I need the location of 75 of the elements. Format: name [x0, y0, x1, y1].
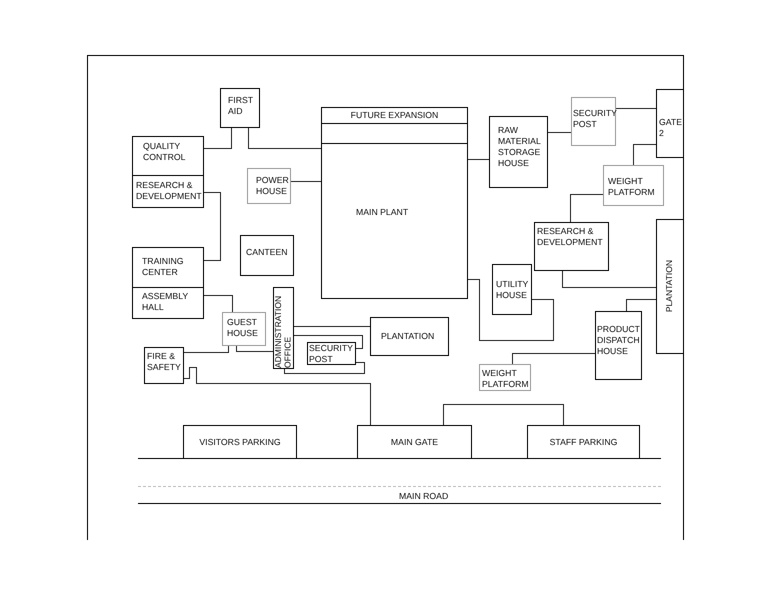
building-label: WEIGHT PLATFORM [608, 176, 656, 198]
building-box [603, 165, 664, 206]
building-box [222, 312, 266, 346]
connecting-line [203, 192, 221, 261]
building-label: ADMINISTRATION OFFICE [274, 294, 293, 368]
connecting-line [570, 194, 604, 223]
building-label: UTILITY HOUSE [496, 279, 530, 301]
building-box [220, 88, 260, 128]
gate-label: MAIN GATE [390, 436, 438, 448]
building-box [240, 235, 294, 276]
connecting-line [547, 132, 572, 133]
building-box [247, 168, 291, 204]
building-label: FIRE & SAFETY [147, 351, 182, 373]
connecting-line [467, 279, 554, 341]
building-box [132, 247, 204, 288]
connecting-line [633, 144, 657, 166]
plantation-area [370, 317, 449, 356]
parking-label: STAFF PARKING [550, 436, 618, 448]
building-label: RESEARCH & DEVELOPMENT [537, 226, 604, 248]
road [138, 458, 661, 504]
gate-label: GATE 2 [659, 117, 683, 139]
area-label: PLANTATION [665, 260, 675, 313]
building-box [132, 136, 204, 176]
connecting-line [183, 367, 371, 426]
building-box [132, 287, 204, 319]
parking-area [527, 425, 640, 459]
building-box [132, 175, 204, 208]
gate-box [357, 425, 472, 459]
connecting-line [203, 127, 232, 149]
building-label: CANTEEN [246, 247, 288, 258]
building-box [321, 144, 468, 299]
connecting-line [512, 353, 596, 365]
building-label: SECURITY POST [309, 343, 354, 365]
connecting-line [562, 270, 657, 288]
building-box [595, 311, 642, 380]
building-label: PRODUCT DISPATCH HOUSE [597, 324, 641, 357]
area-label: FUTURE EXPANSION [350, 110, 438, 121]
plantation-area [656, 219, 684, 354]
building-label: MAIN PLANT [356, 207, 408, 218]
connecting-line [615, 108, 657, 109]
plant-section-band [321, 123, 468, 144]
building-box [492, 264, 532, 315]
building-label: SECURITY POST [573, 108, 617, 130]
connecting-line [443, 404, 564, 426]
connecting-line [248, 127, 322, 149]
connecting-line [293, 335, 363, 349]
connecting-line [183, 345, 229, 353]
gate-box [656, 89, 684, 158]
building-label: TRAINING CENTER [142, 256, 185, 278]
building-label: GUEST HOUSE [227, 317, 259, 339]
parking-label: VISITORS PARKING [199, 436, 281, 448]
road-label: MAIN ROAD [399, 491, 448, 502]
connecting-line [203, 295, 233, 313]
building-label: QUALITY CONTROL [143, 141, 186, 163]
building-label: RAW MATERIAL STORAGE HOUSE [498, 125, 542, 169]
connecting-line [293, 326, 371, 327]
connecting-line [284, 362, 365, 374]
connecting-line [626, 299, 657, 312]
connecting-line [290, 181, 322, 182]
building-label: ASSEMBLY HALL [142, 291, 190, 313]
connecting-line [236, 345, 274, 352]
expansion-area [321, 107, 468, 123]
building-box [144, 347, 184, 384]
building-box [479, 364, 531, 391]
parking-area [183, 425, 297, 459]
connecting-line [467, 159, 490, 160]
building-label: RESEARCH & DEVELOPMENT [136, 180, 203, 202]
building-box [489, 116, 548, 188]
building-box [534, 222, 609, 271]
building-label: WEIGHT PLATFORM [482, 368, 530, 390]
building-box [571, 97, 616, 146]
building-label: POWER HOUSE [256, 175, 290, 197]
building-box [273, 287, 294, 369]
area-label: PLANTATION [381, 331, 434, 342]
building-label: FIRST AID [228, 95, 254, 117]
